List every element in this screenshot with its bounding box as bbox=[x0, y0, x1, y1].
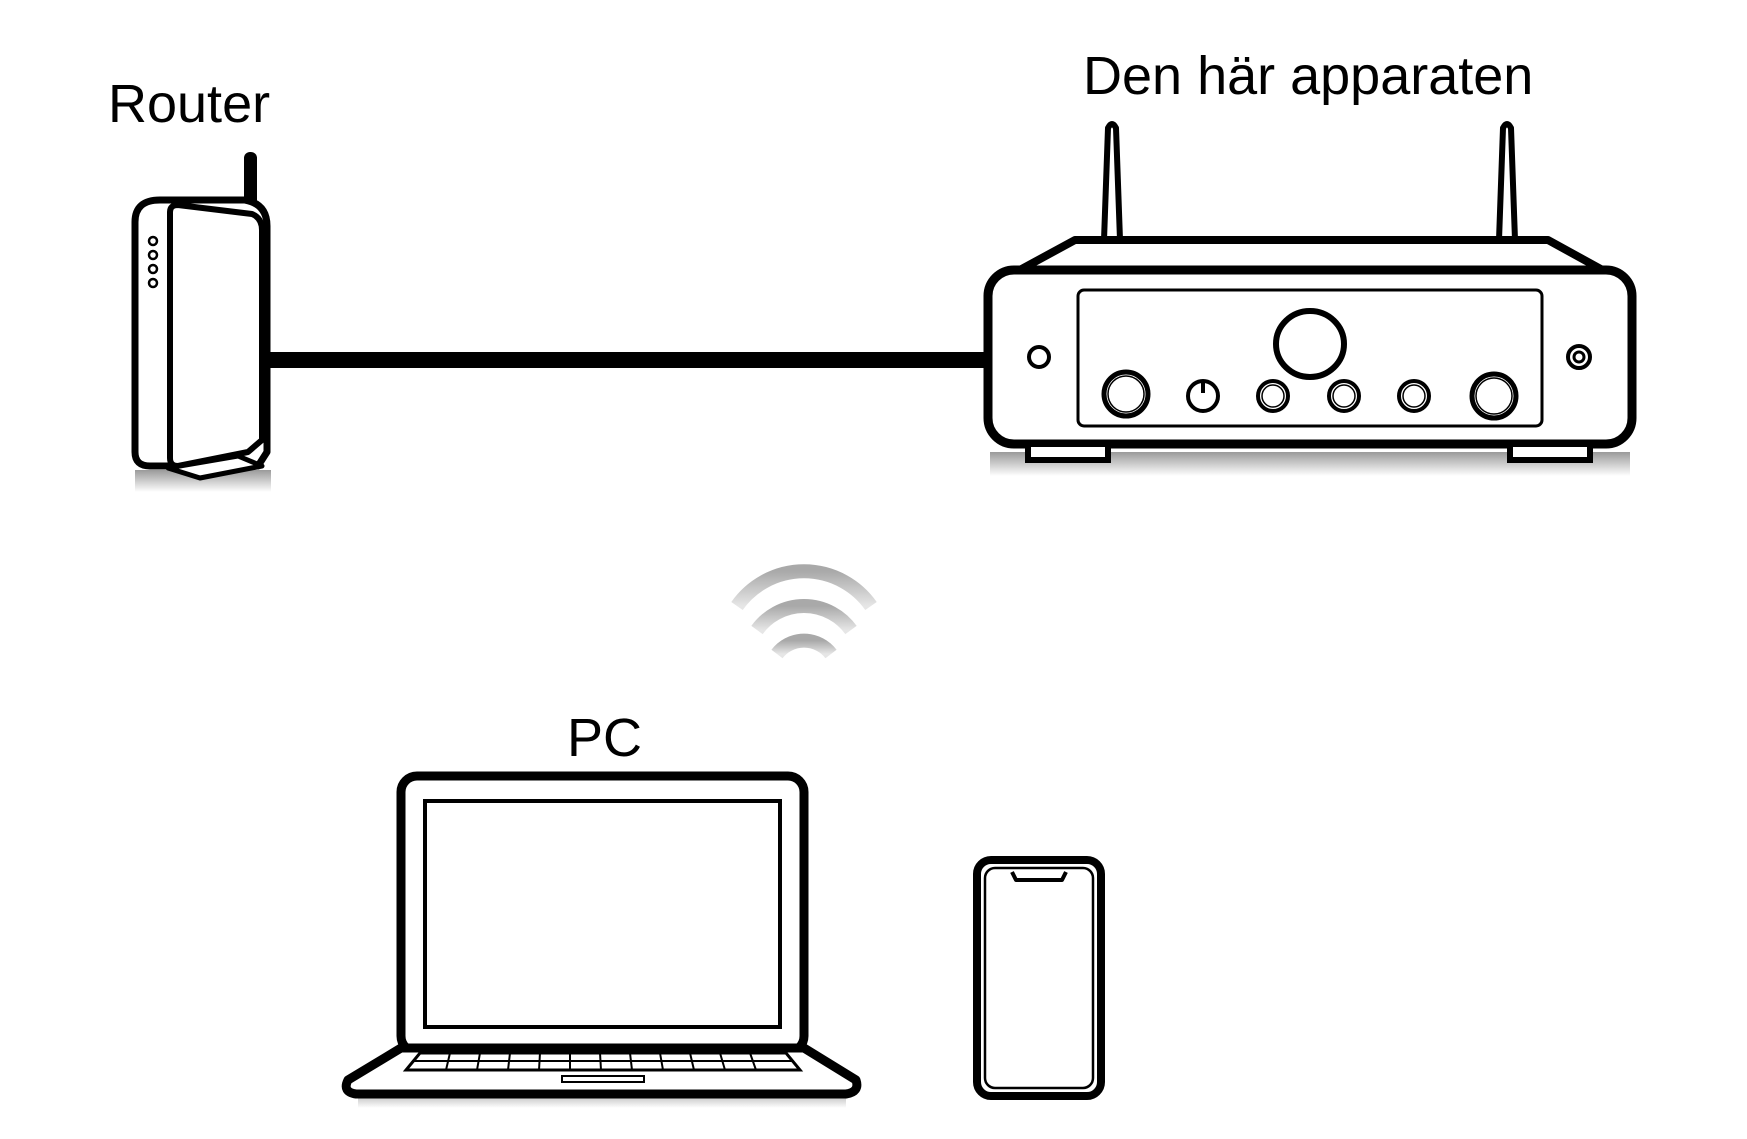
amplifier-icon bbox=[983, 121, 1637, 476]
ethernet-cable bbox=[262, 352, 990, 368]
router-label: Router bbox=[108, 74, 270, 134]
smartphone-icon bbox=[973, 856, 1105, 1100]
laptop-icon bbox=[341, 771, 862, 1108]
device-label: Den här apparaten bbox=[1083, 46, 1533, 106]
router-icon bbox=[131, 152, 271, 492]
wifi-icon bbox=[731, 564, 877, 659]
pc-label: PC bbox=[567, 708, 642, 768]
